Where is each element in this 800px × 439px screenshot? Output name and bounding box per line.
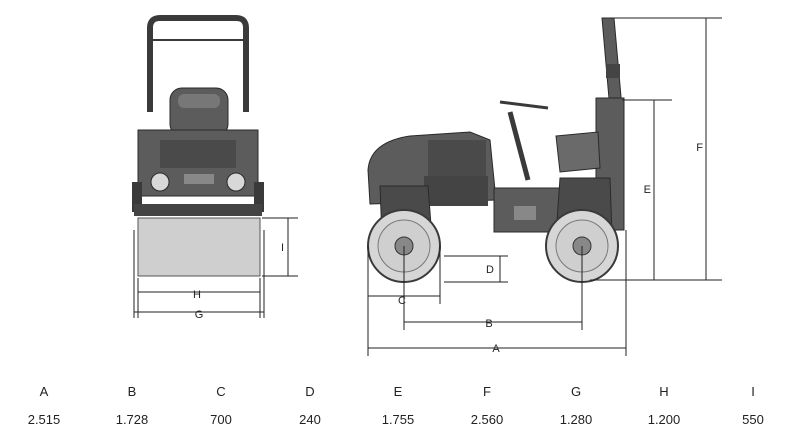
front-dimension-lines: [133, 217, 298, 318]
dim-label-e: E: [644, 184, 651, 196]
dim-label-d: D: [486, 264, 494, 276]
side-view: [367, 17, 625, 283]
dim-label-a: A: [492, 343, 500, 355]
dim-label-b: B: [485, 318, 492, 330]
dim-label-f: F: [696, 142, 703, 154]
dim-label-i: I: [281, 242, 284, 254]
dim-label-h: H: [193, 289, 201, 301]
side-dimension-lines: [367, 17, 722, 356]
dim-label-g: G: [195, 309, 204, 321]
front-view: [132, 15, 264, 277]
dim-label-c: C: [398, 295, 406, 307]
